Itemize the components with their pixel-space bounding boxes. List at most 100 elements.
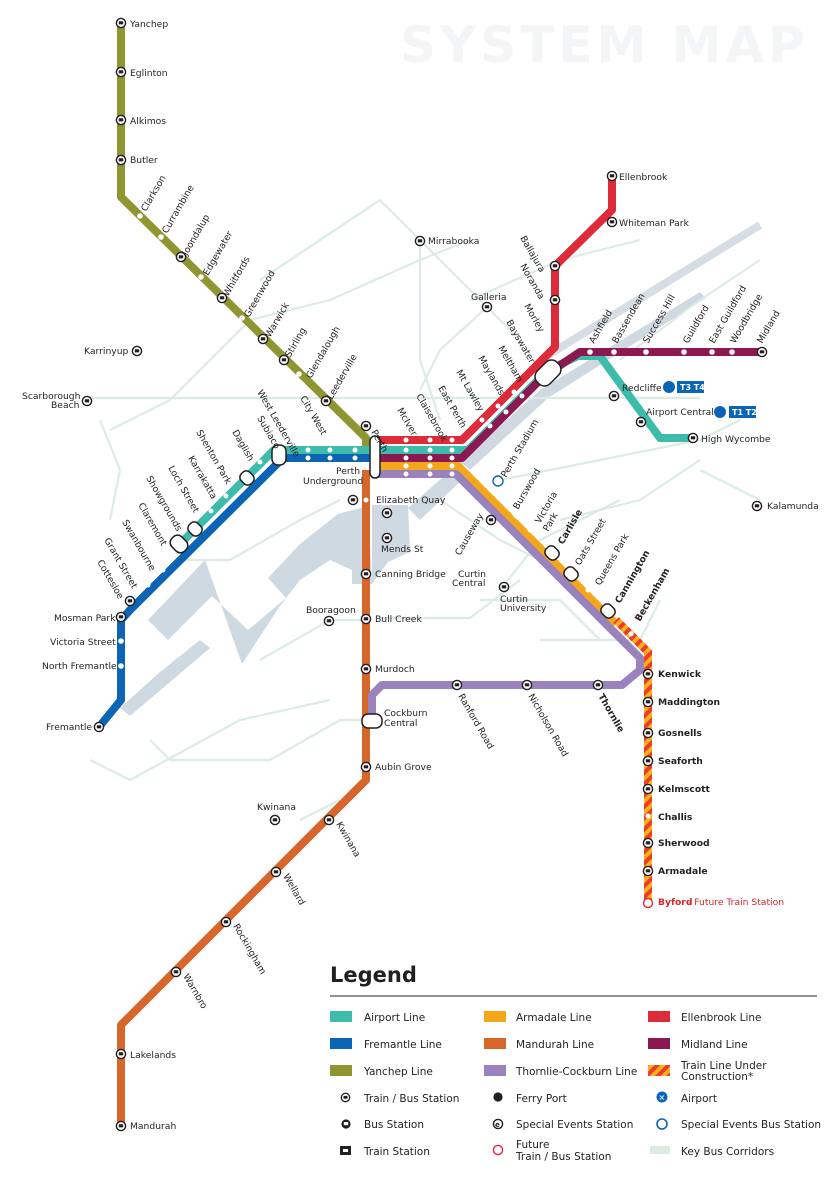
station-warwick: Warwick <box>263 300 292 339</box>
station-challis: Challis <box>658 812 693 823</box>
station-byford: Byford <box>658 897 692 908</box>
terminal-t1t2: T1 T2 <box>732 408 757 417</box>
station-butler: Butler <box>130 155 158 166</box>
legend-swatch-bus-corridor <box>650 1146 670 1154</box>
station-aubin-grove: Aubin Grove <box>375 762 432 773</box>
station-elizabeth-quay: Elizabeth Quay <box>376 495 446 506</box>
bus-scarborough-beach-2: Beach <box>51 400 80 411</box>
station-cockburn-central-2: Central <box>384 718 417 729</box>
legend-thornlie-line: Thornlie-Cockburn Line <box>515 1066 637 1078</box>
legend-fremantle-line: Fremantle Line <box>364 1039 442 1051</box>
bus-curtin-university-1: Curtin <box>500 594 528 605</box>
legend-swatch-mandurah <box>484 1038 506 1049</box>
bus-karrinyup: Karrinyup <box>84 346 129 357</box>
legend-ferry-port: Ferry Port <box>516 1093 567 1105</box>
bus-scarborough-beach-1: Scarborough <box>22 391 81 402</box>
ferry-port-icon <box>493 1092 503 1102</box>
special-events-icon <box>492 1118 504 1130</box>
interchange-markers <box>169 359 616 729</box>
station-mandurah: Mandurah <box>130 1121 176 1132</box>
station-airport-central: Airport Central <box>646 407 714 418</box>
station-rockingham: Rockingham <box>230 922 268 977</box>
station-whitfords: Whitfords <box>221 255 253 299</box>
legend-swatch-yanchep <box>330 1065 352 1076</box>
station-murdoch: Murdoch <box>375 664 415 675</box>
station-kelmscott: Kelmscott <box>658 784 711 795</box>
legend-swatch-airport <box>330 1011 352 1022</box>
bus-curtin-university-2: University <box>500 603 547 614</box>
perth-interchange <box>369 435 381 479</box>
legend-swatch-thornlie <box>484 1065 506 1076</box>
legend-construction-1: Train Line Under <box>680 1060 767 1072</box>
station-joondalup: Joondalup <box>180 212 213 258</box>
airport-icon <box>714 406 726 418</box>
subiaco-interchange <box>271 444 287 466</box>
legend-special-events-bus: Special Events Bus Station <box>681 1119 821 1131</box>
station-alkimos: Alkimos <box>130 116 166 127</box>
station-currambine: Currambine <box>160 183 197 236</box>
legend-airport: Airport <box>681 1093 717 1105</box>
fremantle-line <box>95 454 376 730</box>
key-bus-corridors <box>85 198 761 821</box>
ellenbrook-line <box>376 176 616 444</box>
station-bull-creek: Bull Creek <box>375 614 422 625</box>
station-ranford-road: Ranford Road <box>455 692 495 751</box>
station-mosman-park: Mosman Park <box>54 613 116 624</box>
station-kenwick: Kenwick <box>658 669 702 680</box>
legend-airport-icon <box>656 1091 668 1103</box>
station-cockburn-central-1: Cockburn <box>384 708 428 719</box>
station-greenwood: Greenwood <box>242 269 278 320</box>
legend-key-bus: Key Bus Corridors <box>681 1146 774 1158</box>
legend-future-station-icon <box>492 1144 504 1156</box>
station-perth-underground-2: Underground <box>303 476 363 487</box>
bus-kwinana: Kwinana <box>257 802 296 813</box>
station-perth-underground-1: Perth <box>336 466 360 477</box>
bus-causeway: Causeway <box>453 511 486 558</box>
legend-construction-2: Construction* <box>681 1071 753 1083</box>
legend-yanchep-line: Yanchep Line <box>363 1066 433 1078</box>
special-events-bus-station-icon <box>656 1118 668 1130</box>
station-maddington: Maddington <box>658 697 720 708</box>
legend-swatch-fremantle <box>330 1038 352 1049</box>
station-victoria-street: Victoria Street <box>50 637 116 648</box>
station-yanchep: Yanchep <box>129 19 168 30</box>
station-fremantle: Fremantle <box>46 722 92 733</box>
station-stirling: Stirling <box>283 326 309 360</box>
station-carlisle: Carlisle <box>556 508 585 547</box>
special-events-station-icon <box>492 475 504 487</box>
legend-train-bus-station: Train / Bus Station <box>363 1093 459 1105</box>
claremont-interchange <box>169 534 189 554</box>
bus-mirrabooka: Mirrabooka <box>428 236 479 247</box>
legend-swatch-armadale <box>484 1011 506 1022</box>
station-gosnells: Gosnells <box>658 728 702 739</box>
station-glendalough: Glendalough <box>304 324 343 380</box>
small-stations <box>118 213 735 819</box>
station-canning-bridge: Canning Bridge <box>375 569 446 580</box>
station-daglish: Daglish <box>229 428 256 463</box>
airport-corridor <box>537 221 763 364</box>
bayswater-interchange <box>534 359 562 387</box>
legend-title: Legend <box>330 963 417 987</box>
legend-armadale-line: Armadale Line <box>516 1012 592 1024</box>
terminal-badge-t1t2 <box>729 406 756 418</box>
construction-line <box>613 617 652 904</box>
legend-special-events-station: Special Events Station <box>516 1119 633 1131</box>
future-station-icon <box>642 897 654 909</box>
station-nicholson-road: Nicholson Road <box>525 692 570 759</box>
station-armadale: Armadale <box>658 866 708 877</box>
cockburn-interchange <box>361 713 383 729</box>
mandurah-line <box>117 470 370 1126</box>
terminal-t3t4: T3 T4 <box>680 383 705 392</box>
bus-galleria: Galleria <box>471 292 506 303</box>
legend-future-1: Future <box>516 1139 549 1151</box>
station-ellenbrook: Ellenbrook <box>619 172 668 183</box>
station-byford-note: - Future Train Station <box>688 897 784 908</box>
watermark: SYSTEM MAP <box>400 16 809 74</box>
bus-curtin-central-2: Central <box>452 578 485 589</box>
airport-icon <box>663 381 675 393</box>
station-leederville: Leederville <box>325 352 360 401</box>
legend: Legend Airport Line Fremantle Line Yanch… <box>330 963 821 1163</box>
legend-future-2: Train / Bus Station <box>515 1151 611 1163</box>
train-bus-station-icon <box>340 1092 351 1103</box>
airport-line <box>177 352 693 547</box>
